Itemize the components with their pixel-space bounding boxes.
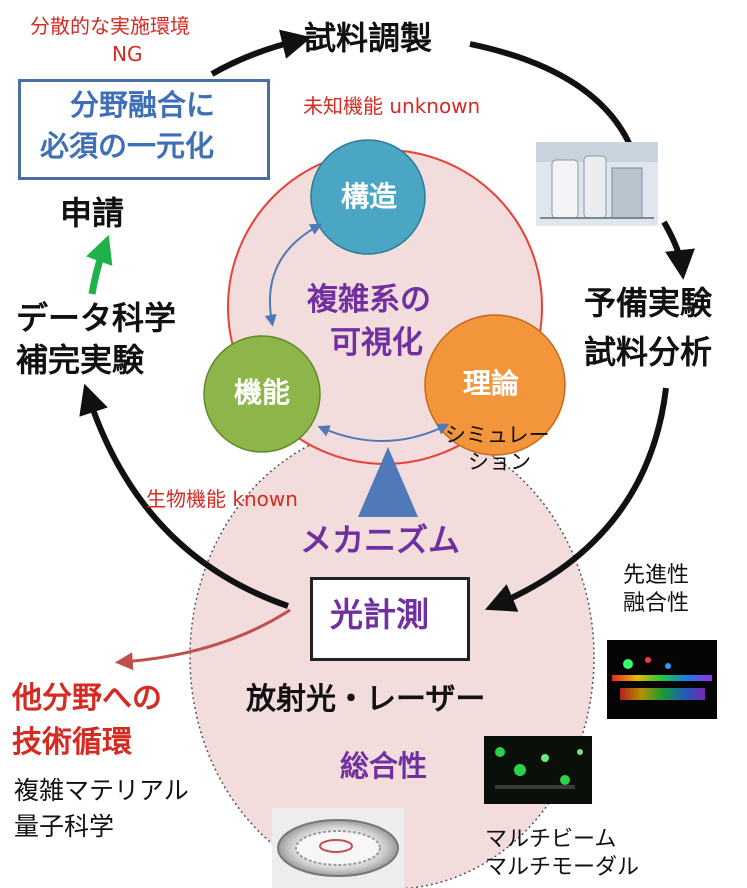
structure-label: 構造 xyxy=(341,180,398,213)
sample-analysis-label: 試料分析 xyxy=(584,333,713,371)
complex-materials-label: 複雑マテリアル xyxy=(14,776,189,805)
quantum-science-label: 量子科学 xyxy=(14,812,115,841)
integration-box xyxy=(18,79,270,180)
cycle-arrow-top-right xyxy=(469,41,633,147)
multibeam-label: マルチビーム xyxy=(485,827,617,852)
multimodal-label: マルチモーダル xyxy=(485,855,640,880)
bio-function-known-label: 生物機能 known xyxy=(146,487,298,511)
advanced-label: 先進性 xyxy=(623,563,690,588)
cycle-arrow-right-lower xyxy=(484,387,669,612)
dispersed-environment-note: 分散的な実施環境 xyxy=(30,14,190,38)
simulation-label-line2: ション xyxy=(468,450,531,474)
unknown-function-label: 未知機能 unknown xyxy=(303,94,481,118)
tech-circulation-label: 技術循環 xyxy=(12,725,132,760)
simulation-label-line1: シミュレー xyxy=(445,423,550,447)
function-circle xyxy=(203,335,321,453)
storage-ring-render xyxy=(272,808,404,888)
optical-measurement-label: 光計測 xyxy=(330,595,429,634)
data-science-label: データ科学 xyxy=(16,299,177,337)
mechanism-triangle xyxy=(358,447,418,517)
comprehensive-label: 総合性 xyxy=(340,749,428,783)
cycle-arrow-left xyxy=(79,383,289,609)
structure-function-arrow xyxy=(264,223,323,327)
complement-exp-label: 補完実験 xyxy=(16,341,145,379)
lab-equipment-photo xyxy=(536,142,658,226)
integration-box-line2: 必須の一元化 xyxy=(40,129,215,163)
sample-prep-label: 試料調製 xyxy=(304,19,433,57)
optical-setup-photo xyxy=(484,736,592,804)
theory-circle xyxy=(424,314,566,456)
complex-system-label: 複雑系の xyxy=(307,282,431,318)
visualization-label: 可視化 xyxy=(330,325,423,361)
mechanism-label: メカニズム xyxy=(300,521,461,559)
laser-spectrum-photo xyxy=(607,640,717,719)
structure-circle xyxy=(310,139,426,255)
function-label: 機能 xyxy=(234,376,291,409)
function-theory-arrow xyxy=(317,423,450,442)
fusion-label: 融合性 xyxy=(623,591,690,616)
apply-label: 申請 xyxy=(60,194,125,232)
cycle-arrow-right-upper xyxy=(661,220,695,280)
tech-circulation-arrow xyxy=(114,608,291,671)
integration-box-line1: 分野融合に xyxy=(70,88,216,122)
green-up-arrow xyxy=(86,234,113,295)
other-fields-label: 他分野への xyxy=(12,681,162,716)
ng-label: NG xyxy=(112,42,143,66)
light-sources-label: 放射光・レーザー xyxy=(246,682,486,717)
optical-measurement-box xyxy=(310,577,470,661)
preliminary-exp-label: 予備実験 xyxy=(584,284,713,322)
theory-label: 理論 xyxy=(463,367,520,400)
cycle-arrow-top-left xyxy=(210,29,312,77)
